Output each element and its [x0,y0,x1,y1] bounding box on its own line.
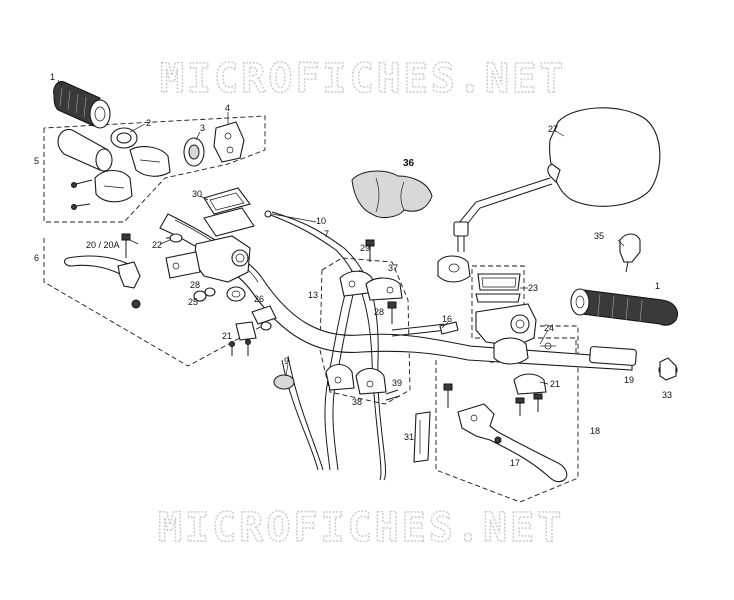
cable-adjusters [251,305,277,331]
right-grip [570,288,678,326]
clamp-bolt-28 [387,301,397,324]
small-screws-left [71,179,93,210]
callout-39: 39 [392,378,402,388]
callout-38: 38 [352,397,362,407]
right-reservoir [475,273,521,303]
callout-9: 9 [284,356,289,366]
callout-28-center: 28 [374,307,384,317]
callout-22: 22 [152,240,162,250]
switch-parts-right [513,373,547,416]
right-bar-end [589,346,637,366]
pivot-bolt-left [121,233,131,258]
bar-end-plug-left [273,374,295,390]
callout-1-left: 1 [50,72,55,82]
throttle-sleeve [57,128,113,172]
housing-cap [213,121,245,163]
callout-31: 31 [404,432,414,442]
left-brake-lever [63,255,141,289]
callout-30: 30 [192,189,202,199]
mirror-assembly [453,107,661,252]
callout-18: 18 [590,426,600,436]
callout-26: 26 [254,294,264,304]
callout-17: 17 [510,458,520,468]
mirror-mount [437,255,471,283]
left-master-cylinder [165,235,251,283]
callout-7: 7 [324,229,329,239]
left-upper-group-outline [43,115,266,223]
switch-housing-halves [94,146,171,203]
cable-clip-35 [619,233,641,273]
pivot-bolt-right [443,383,453,408]
washer-ring [110,127,138,149]
callout-28-left: 28 [190,280,200,290]
cable-end-fitting [264,210,272,218]
center-clamp-upper [339,270,403,301]
callout-4: 4 [225,103,230,113]
callout-2: 2 [146,118,151,128]
callout-29: 29 [360,243,370,253]
leader-lines [57,79,625,385]
bar-end-plug-right [658,357,678,381]
right-master-cylinder [439,303,537,347]
callout-19: 19 [624,375,634,385]
left-lower-group-outline [43,238,263,367]
lever-shim-31 [413,411,431,463]
callout-6: 6 [34,253,39,263]
watermark-bottom: MICROFICHES.NET [158,505,564,551]
center-clamp-outline [319,257,411,405]
callout-10: 10 [316,216,326,226]
callout-21-right: 21 [550,379,560,389]
seal-set-left [193,286,246,302]
banjo-pin [166,233,183,243]
callout-36: 36 [403,158,415,169]
left-grip [53,81,111,129]
reservoir-cover-left [203,207,255,237]
right-switch-block [493,337,556,365]
callout-1-right: 1 [655,281,660,291]
pivot-nut-left [131,299,141,309]
throttle-pulley [183,137,205,167]
clamp-bolt-29 [365,239,375,262]
reservoir-gasket-left [203,187,251,215]
callout-16: 16 [442,314,452,324]
switch-screws-left [229,321,257,356]
callout-3: 3 [200,123,205,133]
right-group-outline [435,325,579,503]
watermark-top: MICROFICHES.NET [160,56,566,102]
right-brake-lever [457,403,568,483]
callout-5: 5 [34,156,39,166]
center-clamp-lower [325,363,387,395]
callout-21-left: 21 [222,331,232,341]
callout-25: 25 [188,297,198,307]
callout-20-20a: 20 / 20A [86,240,120,250]
callout-37: 37 [388,263,398,273]
callout-35: 35 [594,231,604,241]
callout-13: 13 [308,290,318,300]
bar-clamp-top [351,170,433,218]
callout-33: 33 [662,390,672,400]
callout-23: 23 [528,283,538,293]
clamp-washers-39 [385,389,401,401]
callout-24: 24 [544,323,554,333]
callout-27: 27 [548,124,558,134]
